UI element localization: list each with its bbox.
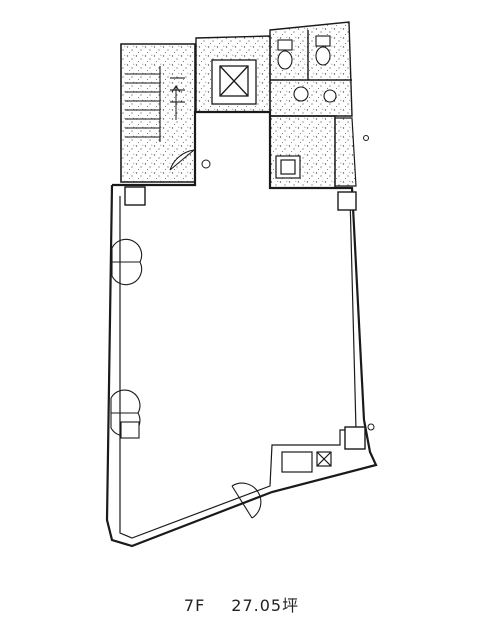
office-inner-wall <box>119 195 357 539</box>
window-door-lower <box>110 389 141 439</box>
toilet-icon <box>277 39 293 70</box>
column <box>344 426 366 450</box>
floor-plan-drawing <box>105 21 378 548</box>
bottom-door <box>231 482 262 519</box>
column <box>124 186 146 206</box>
sink-icon <box>275 155 301 179</box>
entry-door <box>169 149 195 171</box>
restroom-partitions <box>270 30 352 81</box>
stair-treads <box>125 66 185 142</box>
corridor-hatch <box>334 117 357 187</box>
area-value: 27.05 <box>231 596 283 615</box>
restroom-hatch <box>269 21 353 117</box>
service-circle <box>201 135 375 431</box>
shaft-box <box>281 451 332 473</box>
stair-arrow-icon <box>171 85 181 120</box>
toilet-icon <box>315 35 331 66</box>
column <box>337 191 357 211</box>
elevator-car <box>211 59 257 105</box>
floor-area-caption: 7F 27.05坪 <box>0 592 483 616</box>
area-unit: 坪 <box>282 596 300 615</box>
washbasin-icon <box>293 86 337 103</box>
window-door-upper <box>111 238 143 286</box>
office-outer-wall <box>105 110 378 548</box>
stair-core-hatch <box>120 43 196 183</box>
floor-label: 7F <box>183 596 206 615</box>
